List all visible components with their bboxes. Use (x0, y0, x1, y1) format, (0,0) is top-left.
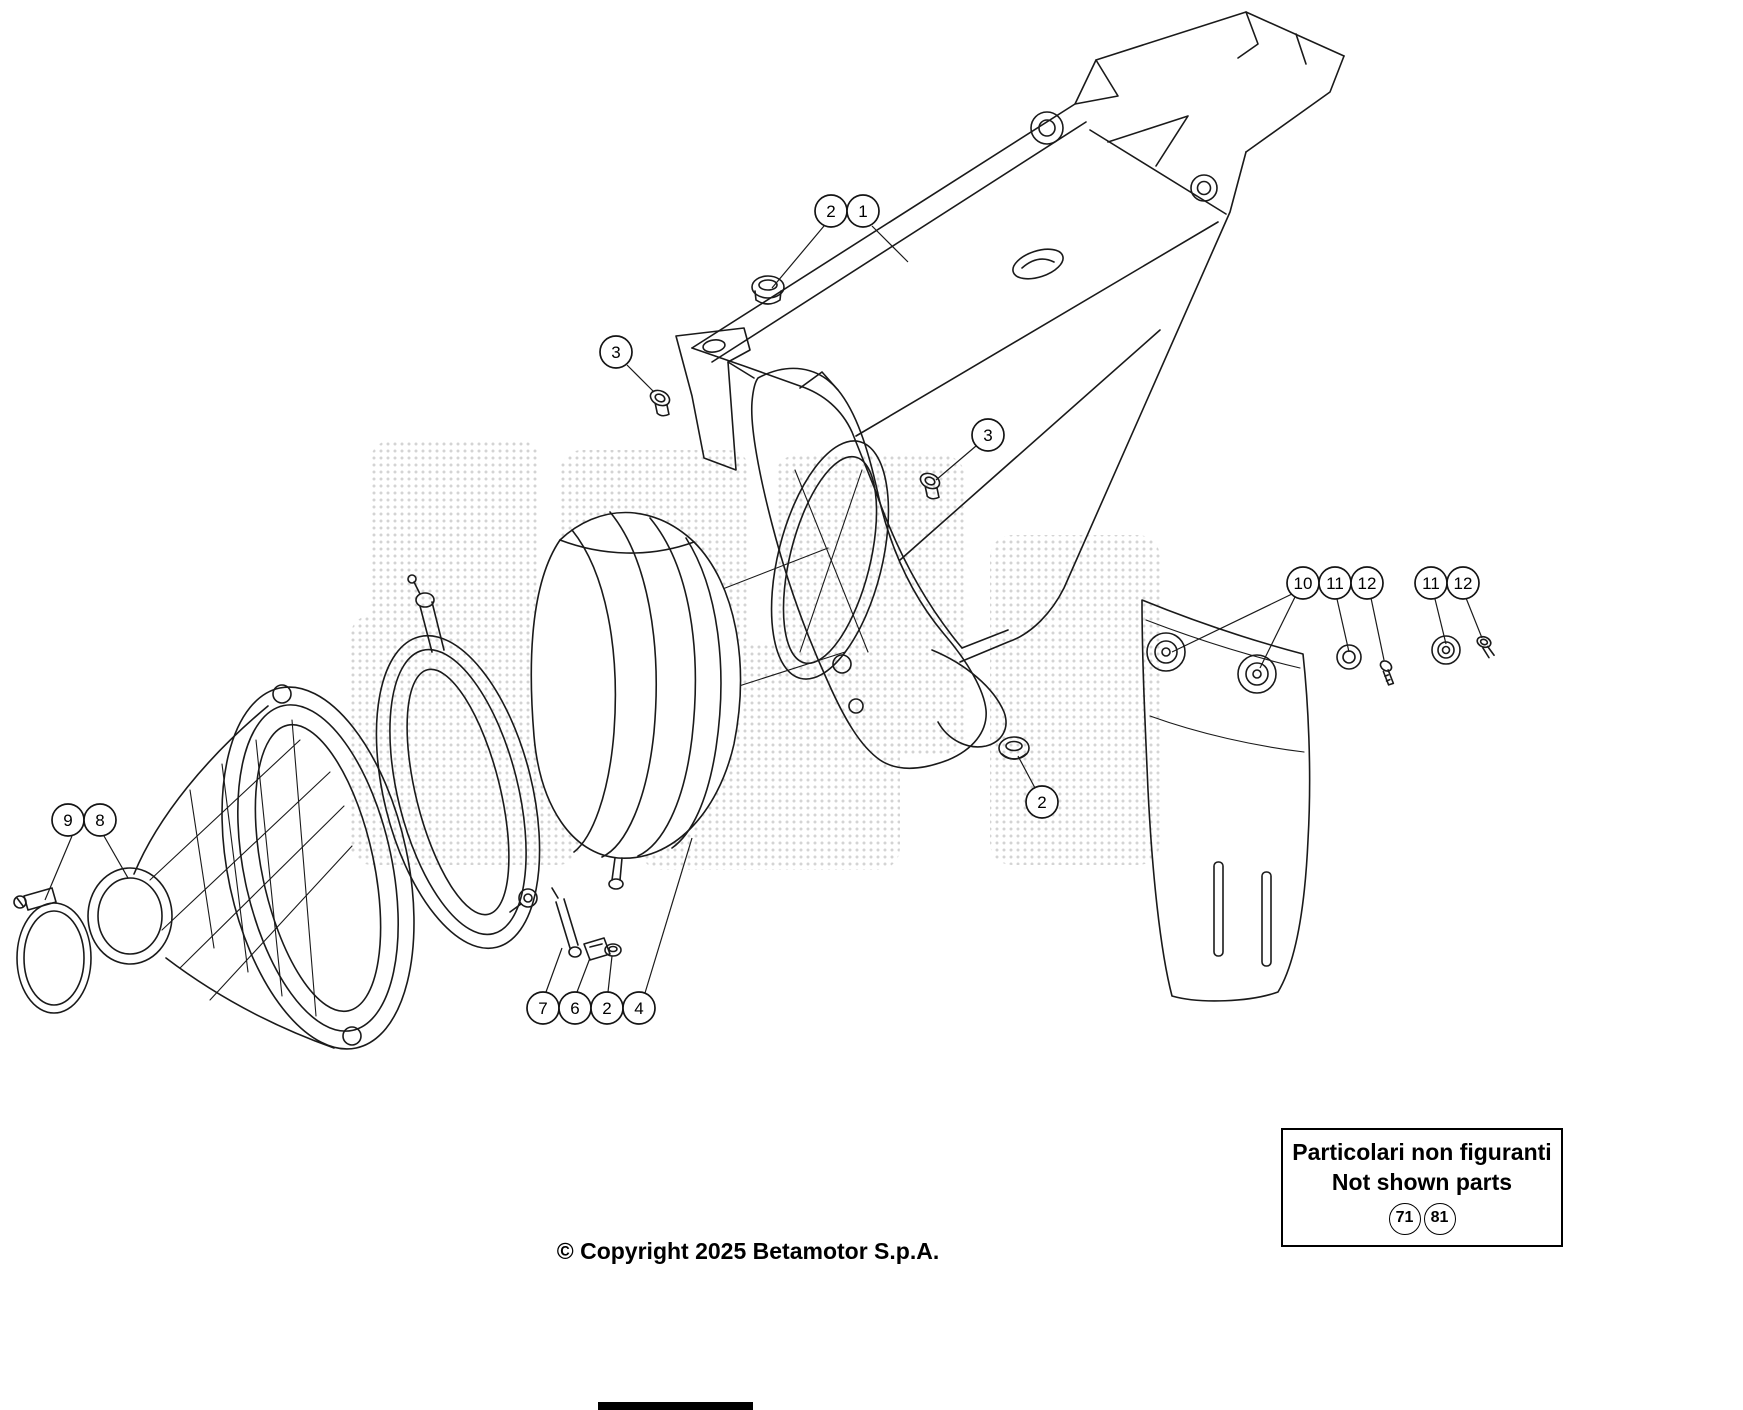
part-filter-cage (375, 574, 541, 950)
callout-balloon[interactable]: 3 (971, 418, 1005, 452)
callout-number: 6 (570, 999, 579, 1018)
callout-balloon[interactable]: 4 (622, 991, 656, 1025)
part-air-filter (530, 511, 742, 890)
callout-balloon[interactable]: 1 (846, 194, 880, 228)
callout-number: 10 (1294, 574, 1313, 593)
callout-balloon[interactable]: 8 (83, 803, 117, 837)
part-mud-guard (1141, 599, 1311, 1002)
callout-number: 1 (858, 202, 867, 221)
callout-circle (1446, 566, 1480, 600)
callout-balloon[interactable]: 11 (1318, 566, 1352, 600)
callout-number: 2 (826, 202, 835, 221)
callout-balloon[interactable]: 2 (1025, 785, 1059, 819)
callout-number: 9 (63, 811, 72, 830)
part-rubber-plug-bottom (604, 943, 622, 957)
bottom-bar-fragment (598, 1402, 753, 1410)
part-airbox-housing (750, 367, 1007, 770)
notes-line-english: Not shown parts (1331, 1168, 1513, 1195)
callout-number: 12 (1358, 574, 1377, 593)
not-shown-parts-box: Particolari non figuranti Not shown part… (1281, 1128, 1563, 1247)
part-washer-left (1336, 644, 1362, 670)
part-flange-bolt-left (649, 389, 671, 417)
not-shown-part-number: 81 (1423, 1202, 1456, 1235)
part-intake-boot (87, 684, 415, 1050)
part-rear-fender (691, 11, 1345, 663)
callout-number: 2 (602, 999, 611, 1018)
part-washer-right (1431, 635, 1461, 665)
callout-circle (1350, 566, 1384, 600)
callout-number: 12 (1454, 574, 1473, 593)
part-hose-clamp (13, 887, 92, 1014)
part-clip (583, 937, 611, 961)
callout-number: 3 (611, 343, 620, 362)
part-screw-left (1379, 660, 1395, 686)
callout-balloon[interactable]: 2 (814, 194, 848, 228)
notes-line-italian: Particolari non figuranti (1292, 1139, 1552, 1165)
callout-balloon[interactable]: 10 (1286, 566, 1320, 600)
part-mount-bracket (675, 327, 755, 471)
callout-circle (1025, 785, 1059, 819)
not-shown-part-number: 71 (1388, 1202, 1421, 1235)
callout-circle (599, 335, 633, 369)
callout-balloon[interactable]: 2 (590, 991, 624, 1025)
callout-number: 7 (538, 999, 547, 1018)
callout-balloon[interactable]: 7 (526, 991, 560, 1025)
part-breather-stem (551, 887, 582, 958)
part-rubber-plug-right (998, 736, 1030, 760)
callout-number: 11 (1422, 574, 1440, 593)
leader-lines (44, 225, 1483, 994)
part-screw-right (1476, 635, 1495, 659)
callouts: 2 1 3 3 10 11 (51, 194, 1480, 1025)
callout-balloon[interactable]: 11 (1414, 566, 1448, 600)
callout-circle (622, 991, 656, 1025)
part-rubber-plug-top (751, 275, 785, 305)
callout-circle (846, 194, 880, 228)
callout-number: 2 (1037, 793, 1046, 812)
callout-circle (971, 418, 1005, 452)
part-flange-bolt-center (919, 472, 941, 500)
callout-balloon[interactable]: 6 (558, 991, 592, 1025)
callout-number: 8 (95, 811, 104, 830)
callout-balloon[interactable]: 9 (51, 803, 85, 837)
callout-number: 3 (983, 426, 992, 445)
not-shown-part-numbers: 71 81 (1291, 1202, 1553, 1235)
callout-number: 11 (1326, 574, 1344, 593)
callout-circle (83, 803, 117, 837)
copyright-text: © Copyright 2025 Betamotor S.p.A. (556, 1238, 940, 1264)
callout-number: 4 (634, 999, 643, 1018)
callout-balloon[interactable]: 3 (599, 335, 633, 369)
callout-balloon[interactable]: 12 (1446, 566, 1480, 600)
callout-balloon[interactable]: 12 (1350, 566, 1384, 600)
